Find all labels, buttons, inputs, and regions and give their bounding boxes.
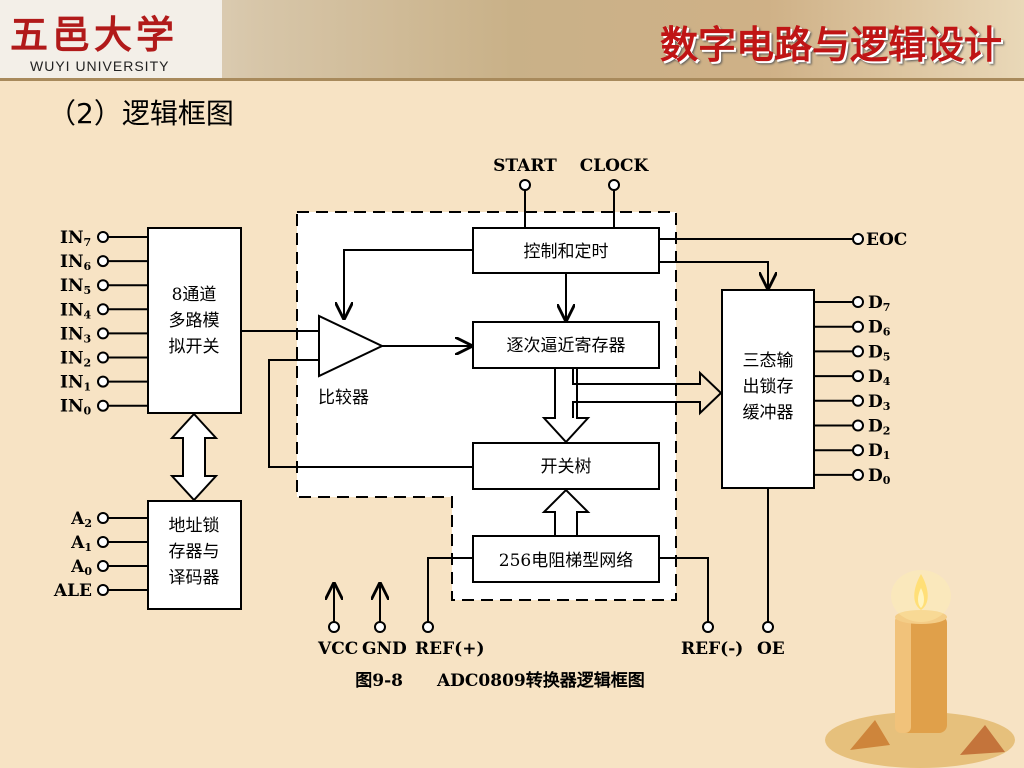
input-pin-in5 xyxy=(97,279,109,292)
input-label-in2: IN2 xyxy=(60,349,91,370)
comparator-label: 比较器 xyxy=(318,388,369,408)
output-buffer-line-1: 三态输 xyxy=(743,351,794,371)
address-latch-decoder-block xyxy=(147,500,242,610)
input-pin-in2 xyxy=(97,351,109,364)
resistor-ladder-block xyxy=(472,535,660,583)
vcc-pin xyxy=(328,621,340,633)
input-label-in5: IN5 xyxy=(60,276,91,297)
logo-chinese-text: 五邑大学 xyxy=(10,12,179,57)
logo-english-text: WUYI UNIVERSITY xyxy=(30,58,170,74)
input-label-in7: IN7 xyxy=(60,228,91,249)
ref-minus-pin xyxy=(702,621,714,633)
ladder-to-switch-arrow xyxy=(541,488,591,537)
address-pin-a2 xyxy=(97,512,109,524)
address-pin-a0 xyxy=(97,560,109,572)
latch-line-1: 地址锁 xyxy=(169,516,220,536)
oe-label: OE xyxy=(757,639,785,659)
resistor-ladder-label: 256电阻梯型网络 xyxy=(499,551,633,571)
latch-line-2: 存器与 xyxy=(169,542,220,562)
address-label-a0: A0 xyxy=(70,557,92,578)
sar-block xyxy=(472,321,660,369)
output-latch-buffer-block xyxy=(721,289,815,489)
section-heading: （2）逻辑框图 xyxy=(48,97,234,130)
output-label-d4: D4 xyxy=(868,367,891,388)
output-pin-d0 xyxy=(852,468,864,481)
vcc-label: VCC xyxy=(317,639,358,659)
output-label-d5: D5 xyxy=(868,342,890,363)
slide-header: 五邑大学 WUYI UNIVERSITY 数字电路与逻辑设计 xyxy=(0,0,1024,81)
slide-title: 数字电路与逻辑设计 xyxy=(659,23,1002,67)
input-label-in3: IN3 xyxy=(60,324,91,345)
university-logo: 五邑大学 WUYI UNIVERSITY xyxy=(0,0,222,78)
switch-tree-label: 开关树 xyxy=(541,457,592,477)
output-pin-d3 xyxy=(852,394,864,407)
input-pin-in4 xyxy=(97,303,109,316)
mux-line-3: 拟开关 xyxy=(169,337,220,357)
eoc-pin xyxy=(852,233,864,245)
output-label-d1: D1 xyxy=(868,441,890,462)
start-label: START xyxy=(493,156,557,176)
gnd-label: GND xyxy=(362,639,407,659)
ref-minus-label: REF(-) xyxy=(681,639,743,659)
address-pin-ale xyxy=(97,584,109,596)
output-pin-d2 xyxy=(852,419,864,432)
address-label-a1: A1 xyxy=(70,533,92,554)
sar-to-switch-arrow xyxy=(541,367,591,444)
output-buffer-line-2: 出锁存 xyxy=(743,377,794,397)
output-buffer-line-3: 缓冲器 xyxy=(743,403,794,423)
output-label-d0: D0 xyxy=(868,466,891,487)
input-pin-in1 xyxy=(97,375,109,388)
output-pin-d7 xyxy=(852,296,864,308)
output-label-d3: D3 xyxy=(868,392,890,413)
latch-line-3: 译码器 xyxy=(169,568,220,588)
input-pin-in0 xyxy=(97,399,109,412)
address-label-ale: ALE xyxy=(53,581,92,601)
gnd-pin xyxy=(374,621,386,633)
control-timing-label: 控制和定时 xyxy=(524,242,609,262)
ref-plus-label: REF(+) xyxy=(415,639,485,659)
figure-caption: 图9-8 ADC0809转换器逻辑框图 xyxy=(355,670,645,691)
output-label-d2: D2 xyxy=(868,417,890,438)
output-label-d6: D6 xyxy=(868,318,891,339)
chip-dashed-boundary xyxy=(296,211,677,601)
start-pin xyxy=(519,179,531,191)
ref-plus-pin xyxy=(422,621,434,633)
address-pin-a1 xyxy=(97,536,109,548)
output-pin-d5 xyxy=(852,345,864,358)
mux-latch-double-arrow xyxy=(169,412,219,502)
input-label-in1: IN1 xyxy=(60,373,91,394)
output-label-d7: D7 xyxy=(868,293,890,314)
output-pin-d4 xyxy=(852,370,864,383)
sar-label: 逐次逼近寄存器 xyxy=(507,336,626,356)
input-pin-in3 xyxy=(97,327,109,340)
eoc-label: EOC xyxy=(866,230,907,250)
comparator-symbol xyxy=(318,314,385,378)
address-label-a2: A2 xyxy=(70,509,92,530)
input-label-in0: IN0 xyxy=(60,397,92,418)
mux-line-2: 多路模 xyxy=(169,311,220,331)
control-timing-block xyxy=(472,227,660,274)
input-pin-in7 xyxy=(97,231,109,243)
output-pin-d1 xyxy=(852,444,864,457)
input-label-in6: IN6 xyxy=(60,252,92,273)
output-pin-d6 xyxy=(852,320,864,333)
oe-pin xyxy=(762,621,774,633)
analog-mux-block xyxy=(147,227,242,414)
input-pin-in6 xyxy=(97,255,109,268)
mux-line-1: 8通道 xyxy=(172,285,217,305)
candle-decoration xyxy=(825,570,1015,768)
clock-pin xyxy=(608,179,620,191)
clock-label: CLOCK xyxy=(580,156,650,176)
input-label-in4: IN4 xyxy=(60,300,92,321)
